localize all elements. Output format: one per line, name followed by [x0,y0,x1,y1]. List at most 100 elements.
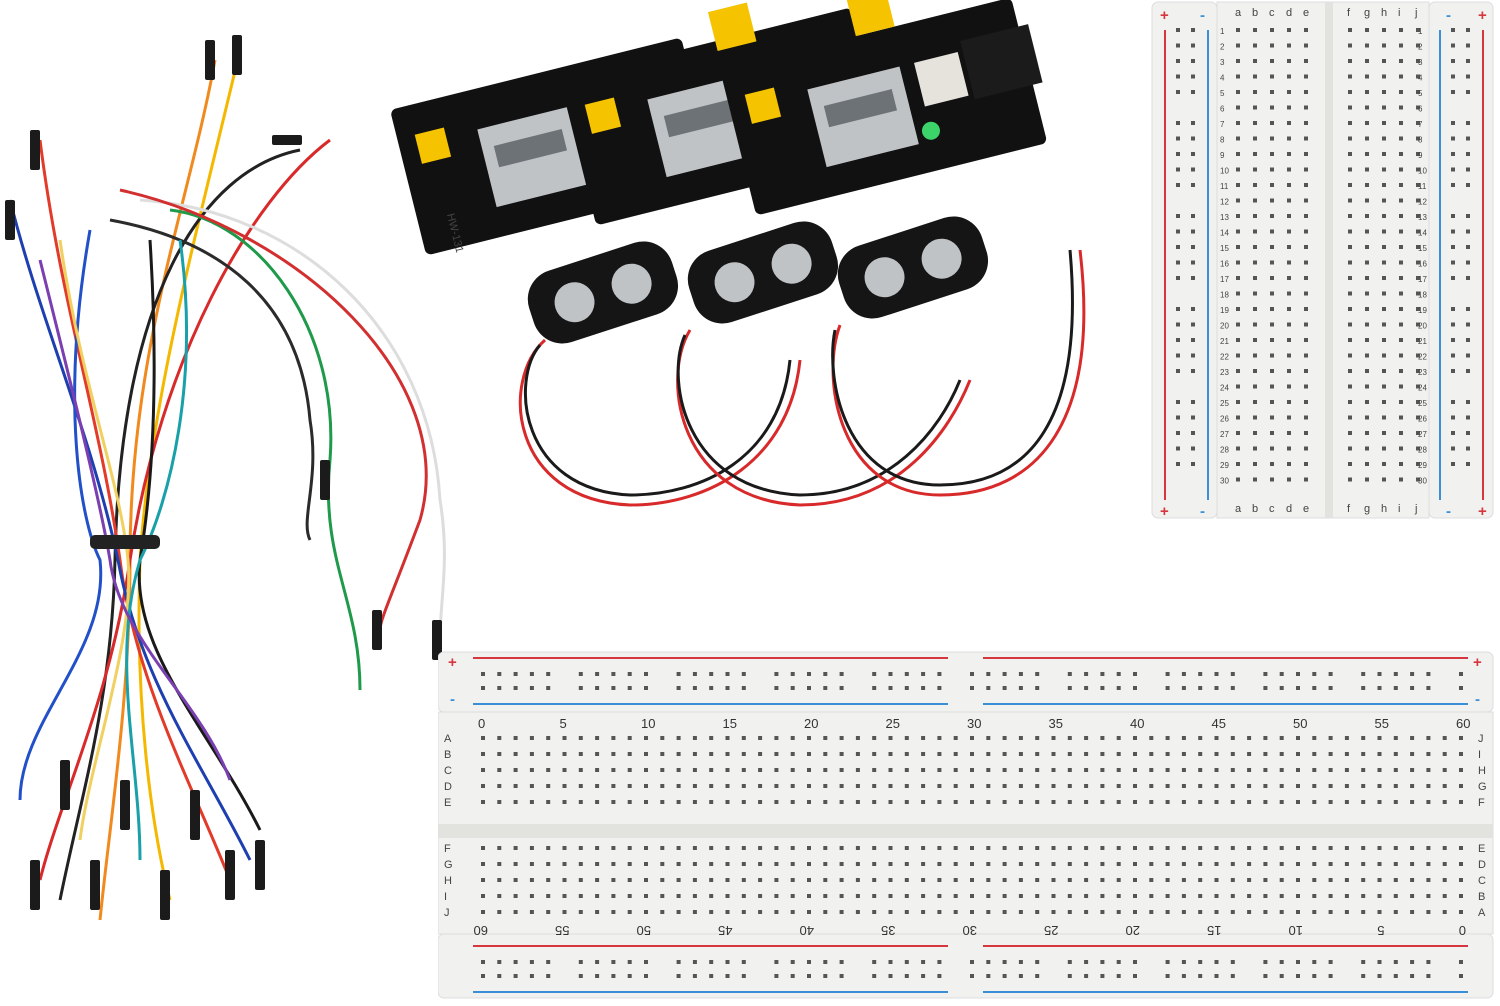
hole [823,768,828,772]
hole [1416,245,1420,249]
hole [1399,291,1403,296]
hole [921,752,926,756]
hole [839,894,844,898]
rail-hole [1312,960,1317,964]
hole [741,878,746,882]
hole [1133,894,1137,898]
minus-sign: - [1200,503,1205,520]
hole [1328,846,1333,850]
rail-hole [970,672,974,676]
hole [1296,736,1300,740]
hole [1442,784,1447,788]
hole [1377,878,1382,882]
hole [1279,768,1284,772]
row-number: 2 [1418,43,1423,52]
center-channel [438,824,1493,838]
hole [1035,768,1040,772]
hole [807,784,811,788]
hole [578,910,583,914]
hole [1035,800,1040,804]
hole [1287,43,1291,48]
hole [1116,846,1121,850]
rail-hole [1466,462,1470,466]
hole [1393,800,1398,804]
hole [1236,291,1240,296]
hole [676,910,681,914]
hole [1287,446,1291,451]
hole [513,910,518,914]
row-number: 7 [1418,120,1423,129]
row-number: 12 [1418,198,1427,207]
row-number: 5 [1220,89,1225,98]
jumper-cap [707,2,757,51]
hole [1296,894,1300,898]
hole [1270,43,1274,48]
rail-hole [546,974,551,978]
hole [1230,784,1235,788]
hole [1270,198,1274,203]
hole [1287,276,1291,280]
hole [1270,431,1274,435]
row-number: 17 [1220,275,1229,284]
column-label: c [1269,503,1275,515]
column-label: e [1303,7,1309,19]
hole [1253,245,1257,249]
hole [1365,90,1369,94]
hole [986,784,991,788]
rail-hole [921,686,926,690]
hole [1035,752,1040,756]
row-letter: C [444,765,452,777]
hole [1399,245,1403,249]
hole [1084,894,1089,898]
hole [1214,784,1219,788]
hole [1287,291,1291,296]
row-number: 30 [1418,477,1427,486]
row-letter: D [444,781,452,793]
hole [823,894,828,898]
hole [1279,736,1284,740]
rail-hole [1084,974,1089,978]
hole [758,910,763,914]
row-number: 29 [1418,461,1427,470]
hole [1459,784,1463,788]
right-power-rail [1428,1,1494,519]
rail-hole [1002,672,1007,676]
rail-hole [839,960,844,964]
hole [1393,736,1398,740]
hole [1296,768,1300,772]
hole [1361,862,1366,866]
hole [562,846,567,850]
hole [888,862,893,866]
hole [513,784,518,788]
column-number: 40 [800,923,814,938]
hole [513,862,518,866]
hole [513,846,518,850]
hole [741,784,746,788]
hole [497,878,502,882]
hole [1236,198,1240,203]
hole [1382,59,1386,63]
hole [1067,768,1072,772]
hole [481,862,485,866]
hole [1287,183,1291,187]
hole [1399,400,1403,404]
hole [1002,878,1007,882]
hole [1344,910,1349,914]
hole [1399,74,1403,79]
row-number: 3 [1418,58,1423,67]
rail-hole [1466,353,1470,358]
rail-hole [1410,672,1415,676]
rail-hole [1459,686,1463,690]
hole [1230,894,1235,898]
rail-hole [709,686,714,690]
rail-hole [1084,672,1089,676]
hole [1410,910,1415,914]
rail-hole [1191,415,1195,420]
hole [1361,846,1366,850]
column-number: 0 [1459,923,1466,938]
hole [546,862,551,866]
hole [562,878,567,882]
minus-sign: - [1446,7,1451,24]
plus-sign: + [1160,503,1169,520]
hole [611,736,616,740]
